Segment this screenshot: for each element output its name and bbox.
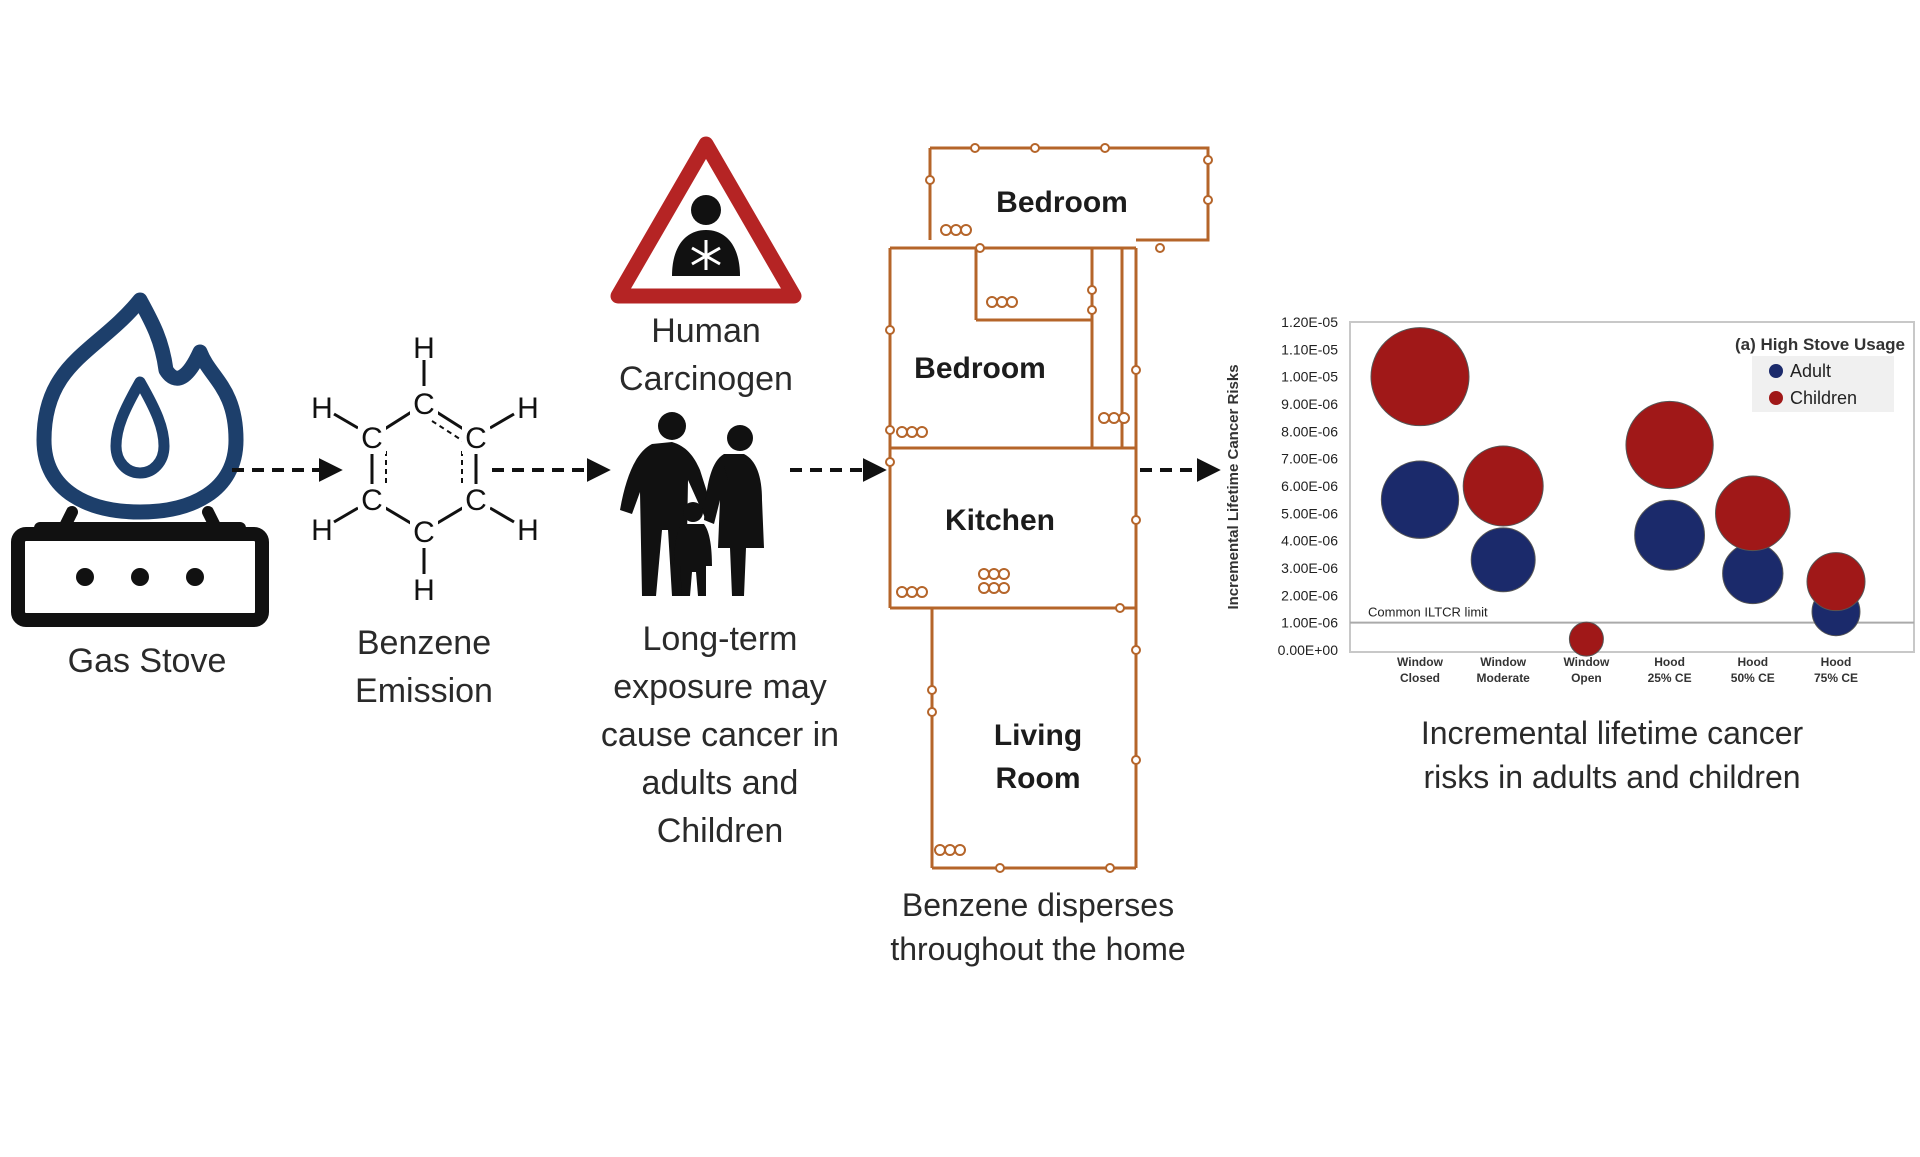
plot-frame <box>1349 321 1915 653</box>
x-tick-label: Closed <box>1400 671 1440 685</box>
benzene-molecule: C C C C C C H H H H H H <box>311 332 539 607</box>
floorplan-caption-line2: throughout the home <box>890 931 1185 967</box>
exposure-line: exposure may <box>613 668 827 706</box>
room-label-living: Room <box>996 762 1081 795</box>
bubble-children <box>1715 475 1791 552</box>
room-label-living: Living <box>994 719 1082 752</box>
x-tick-label: 50% CE <box>1731 671 1775 685</box>
x-tick-label: 75% CE <box>1814 671 1858 685</box>
y-tick-label: 4.00E-06 <box>1281 533 1338 549</box>
x-tick-label: Open <box>1571 671 1602 685</box>
bubble-children <box>1568 621 1604 657</box>
y-tick-label: 9.00E-06 <box>1281 396 1338 412</box>
hydrogen-atom: H <box>517 392 539 425</box>
exposure-line: cause cancer in <box>601 716 839 754</box>
hydrogen-atom: H <box>311 392 333 425</box>
room-label-kitchen: Kitchen <box>945 504 1055 537</box>
y-tick-label: 5.00E-06 <box>1281 505 1338 521</box>
legend-label-adult: Adult <box>1790 361 1831 381</box>
room-label-bedroom: Bedroom <box>914 352 1046 385</box>
exposure-line: adults and <box>642 764 799 802</box>
y-tick-label: 1.00E-06 <box>1281 615 1338 631</box>
y-tick-label: 3.00E-06 <box>1281 560 1338 576</box>
y-tick-label: 8.00E-06 <box>1281 423 1338 439</box>
bubble-children <box>1806 552 1866 612</box>
benzene-label-line1: Benzene <box>357 624 491 662</box>
x-tick-label: Window <box>1563 655 1610 669</box>
y-tick-label: 6.00E-06 <box>1281 478 1338 494</box>
bubble-adult <box>1722 542 1784 605</box>
carbon-atom: C <box>465 484 487 517</box>
room-label-bedroom: Bedroom <box>996 186 1128 219</box>
airflow-nodes <box>885 143 1213 873</box>
y-tick-label: 1.00E-05 <box>1281 369 1338 385</box>
carbon-atom: C <box>413 516 435 549</box>
y-axis-label: Incremental Lifetime Cancer Risks <box>1225 364 1242 609</box>
floorplan-caption-line1: Benzene disperses <box>902 887 1174 923</box>
legend-label-children: Children <box>1790 388 1857 408</box>
carbon-atom: C <box>361 422 383 455</box>
chart-title: (a) High Stove Usage <box>1735 335 1905 354</box>
chart-caption-line2: risks in adults and children <box>1423 759 1800 795</box>
y-tick-label: 7.00E-06 <box>1281 451 1338 467</box>
benzene-label-line2: Emission <box>355 672 493 710</box>
y-tick-label: 2.00E-06 <box>1281 587 1338 603</box>
chart-caption-line1: Incremental lifetime cancer <box>1421 715 1804 751</box>
hazard-label-line1: Human <box>651 312 761 350</box>
x-tick-label: Hood <box>1654 655 1685 669</box>
carbon-atom: C <box>361 484 383 517</box>
bubble-children <box>1625 400 1714 490</box>
carbon-atom: C <box>465 422 487 455</box>
x-tick-label: Hood <box>1821 655 1852 669</box>
carbon-atom: C <box>413 388 435 421</box>
gas-stove-label: Gas Stove <box>68 642 227 680</box>
hydrogen-atom: H <box>517 514 539 547</box>
gas-stove-icon <box>11 292 269 627</box>
x-tick-label: Hood <box>1737 655 1768 669</box>
bubble-children <box>1370 327 1470 427</box>
risk-bubble-chart: 0.00E+00 1.00E-06 2.00E-06 3.00E-06 4.00E-06… <box>1225 314 1915 685</box>
y-tick-label: 1.20E-05 <box>1281 314 1338 330</box>
bubble-children <box>1462 445 1544 527</box>
x-tick-label: Window <box>1397 655 1444 669</box>
y-tick-label: 1.10E-05 <box>1281 341 1338 357</box>
legend-swatch-adult <box>1769 364 1783 378</box>
hazard-label-line2: Carcinogen <box>619 360 793 398</box>
reference-line-label: Common ILTCR limit <box>1368 605 1488 620</box>
hydrogen-atom: H <box>311 514 333 547</box>
hydrogen-atom: H <box>413 574 435 607</box>
hydrogen-atom: H <box>413 332 435 365</box>
x-tick-label: Window <box>1480 655 1527 669</box>
y-tick-label: 0.00E+00 <box>1278 642 1339 658</box>
exposure-line: Long-term <box>643 620 798 658</box>
x-tick-label: Moderate <box>1477 671 1531 685</box>
family-silhouette-icon <box>620 412 764 596</box>
x-tick-label: 25% CE <box>1648 671 1692 685</box>
bubble-adult <box>1380 460 1460 539</box>
health-hazard-icon <box>610 136 802 304</box>
bubble-adult <box>1470 527 1536 593</box>
legend-swatch-children <box>1769 391 1783 405</box>
exposure-line: Children <box>657 812 784 850</box>
bubble-adult <box>1634 499 1706 571</box>
